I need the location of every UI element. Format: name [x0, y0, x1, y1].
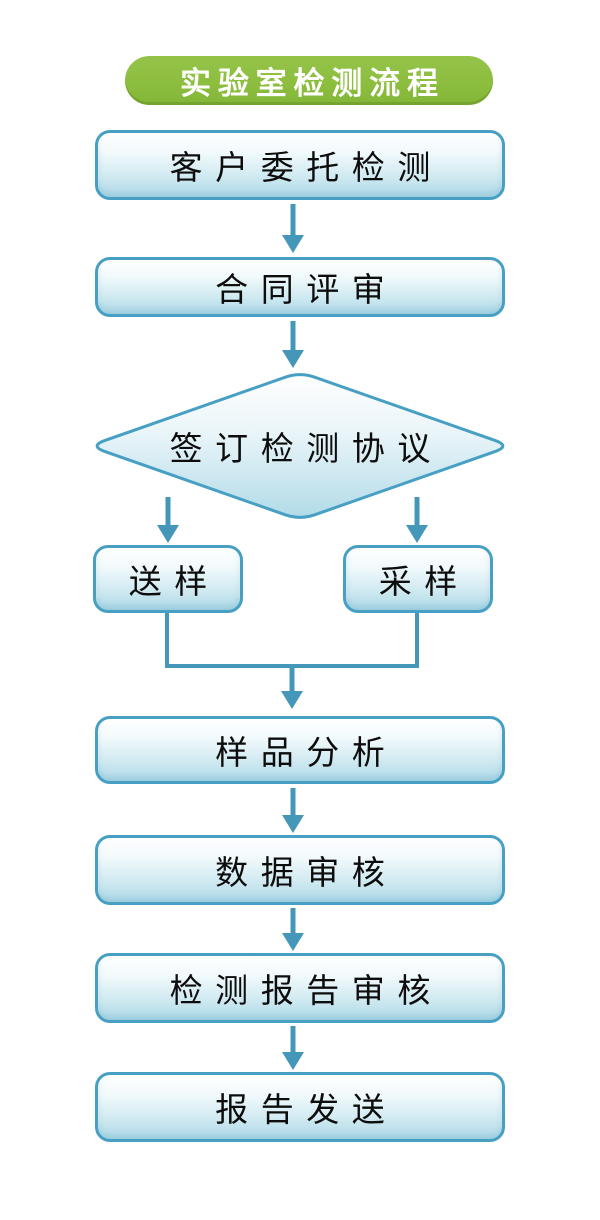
- node-sign-testing-agreement: 签订检测协议: [90, 372, 510, 520]
- node-data-review: 数据审核: [95, 835, 505, 905]
- node-label: 合同评审: [215, 273, 398, 309]
- node-label: 采样: [378, 565, 470, 601]
- node-label: 报告发送: [215, 1093, 398, 1129]
- arrow-7: [282, 908, 304, 951]
- node-sample-analysis: 样品分析: [95, 716, 505, 784]
- arrow-6: [282, 788, 304, 833]
- node-contract-review: 合同评审: [95, 257, 505, 317]
- node-report-delivery: 报告发送: [95, 1072, 505, 1142]
- node-label: 送样: [128, 565, 220, 601]
- arrow-2: [282, 321, 304, 368]
- node-customer-entrusted-testing: 客户委托检测: [95, 130, 505, 200]
- node-label: 客户委托检测: [169, 151, 443, 187]
- node-sample-delivery: 送样: [93, 545, 243, 613]
- node-sample-collection: 采样: [343, 545, 493, 613]
- node-label: 签订检测协议: [169, 432, 443, 468]
- flowchart-title-banner: 实验室检测流程: [125, 56, 493, 105]
- arrow-8: [282, 1026, 304, 1070]
- flowchart-title: 实验室检测流程: [180, 66, 445, 102]
- node-label: 数据审核: [215, 856, 398, 892]
- arrow-1: [282, 204, 304, 253]
- node-label: 检测报告审核: [169, 974, 443, 1010]
- node-label: 样品分析: [215, 736, 398, 772]
- node-test-report-review: 检测报告审核: [95, 953, 505, 1023]
- merge-connector: [165, 613, 419, 709]
